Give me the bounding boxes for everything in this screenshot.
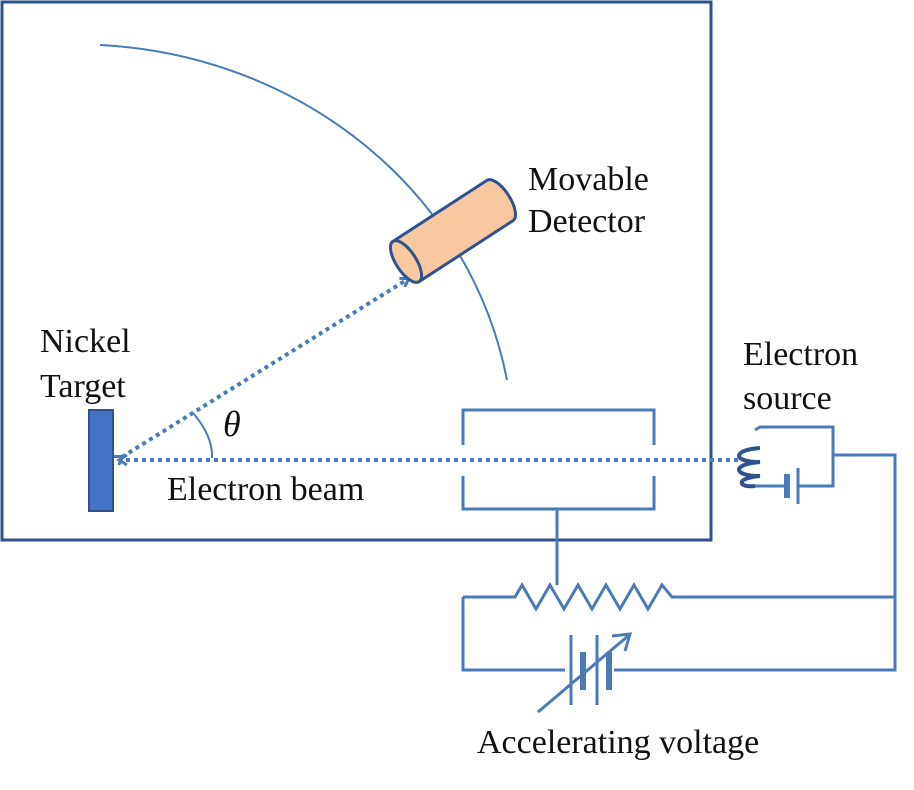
left-circuit-wire — [461, 597, 565, 672]
target-label-line1: Nickel — [40, 323, 131, 360]
nickel-target — [88, 409, 114, 512]
target-label-line2: Target — [40, 368, 126, 405]
vacuum-chamber — [0, 0, 713, 542]
beam-label: Electron beam — [167, 471, 365, 508]
scattered-beam-line — [122, 279, 408, 457]
detector-label-line2: Detector — [528, 203, 646, 240]
movable-detector — [389, 178, 517, 284]
angle-arc — [192, 412, 214, 459]
detector-arc — [99, 44, 508, 381]
source-label-line2: source — [743, 380, 832, 417]
variable-battery — [537, 632, 633, 714]
angle-label: θ — [223, 404, 241, 444]
resistor — [463, 582, 895, 612]
right-circuit-wire — [614, 453, 897, 672]
upper-electrode — [461, 408, 656, 445]
detector-label-line1: Movable — [528, 161, 649, 198]
lower-electrode — [461, 476, 656, 511]
voltage-label: Accelerating voltage — [477, 724, 760, 761]
electron-source — [737, 425, 835, 504]
source-label-line1: Electron — [743, 336, 859, 373]
